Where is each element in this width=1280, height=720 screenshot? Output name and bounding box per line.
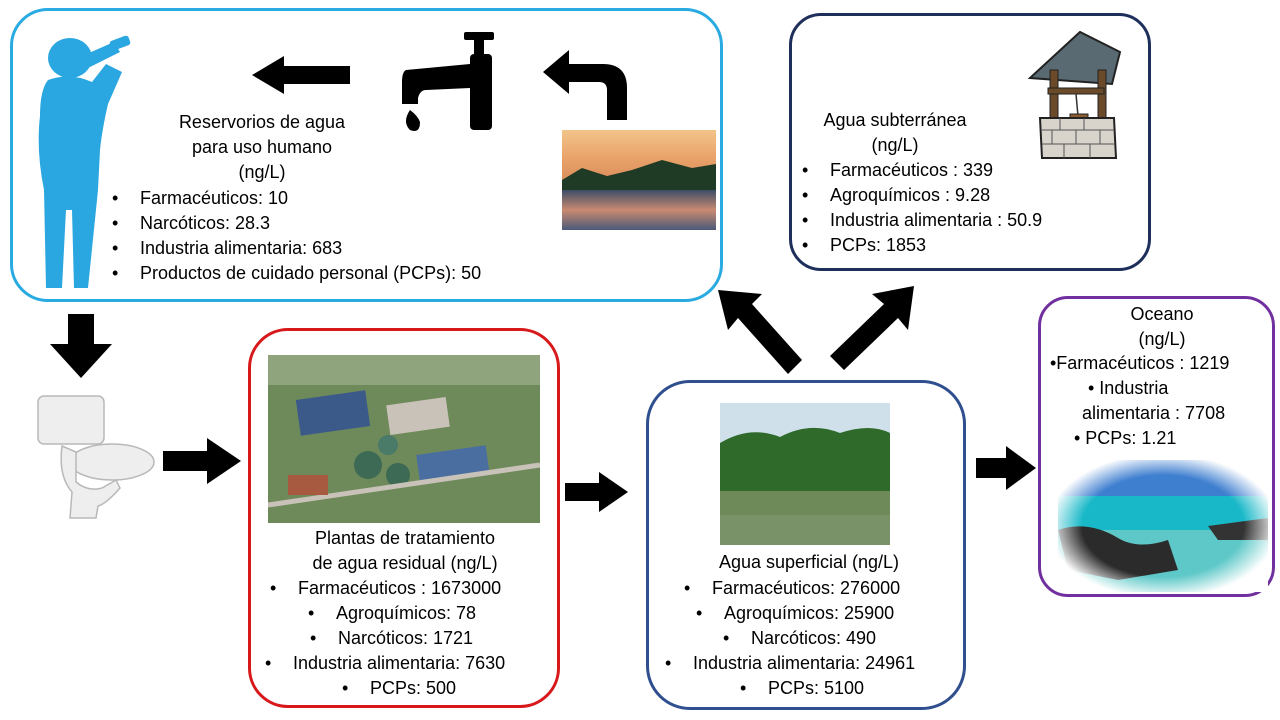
arrow-surface-to-ocean bbox=[976, 446, 1036, 490]
ocean-title: Oceano (ng/L) bbox=[1130, 304, 1194, 349]
ocean-image bbox=[1058, 460, 1268, 592]
surface-item: •Agroquímicos: 25900 bbox=[696, 603, 895, 623]
arrow-surface-to-reservoirs bbox=[718, 290, 804, 376]
treatment-item: •PCPs: 500 bbox=[342, 678, 457, 698]
treatment-item: •Agroquímicos: 78 bbox=[308, 603, 477, 623]
well-icon bbox=[1020, 30, 1122, 162]
forest-lake-image bbox=[720, 403, 890, 545]
person-drinking-icon bbox=[22, 20, 132, 292]
arrow-surface-to-groundwater bbox=[828, 286, 914, 372]
groundwater-item: •Agroquímicos : 9.28 bbox=[802, 185, 991, 205]
groundwater-item: •PCPs: 1853 bbox=[802, 235, 927, 255]
reservoirs-title: Reservorios de agua para uso humano (ng/… bbox=[178, 112, 346, 182]
surface-item: •Narcóticos: 490 bbox=[723, 628, 877, 648]
groundwater-item: •Industria alimentaria : 50.9 bbox=[802, 210, 1043, 230]
reservoirs-item: •Farmacéuticos: 10 bbox=[112, 188, 289, 208]
groundwater-item: •Farmacéuticos : 339 bbox=[802, 160, 994, 180]
ocean-line: •Farmacéuticos : 1219 bbox=[1050, 353, 1230, 373]
surface-item: •Farmacéuticos: 276000 bbox=[684, 578, 901, 598]
surface-item: •Industria alimentaria: 24961 bbox=[665, 653, 916, 673]
arrow-down-to-toilet bbox=[50, 314, 112, 378]
surface-water-box bbox=[646, 380, 966, 710]
reservoirs-item: •Productos de cuidado personal (PCPs): 5… bbox=[112, 263, 482, 283]
arrow-plant-to-surface bbox=[565, 472, 628, 512]
treatment-plants-title: Plantas de tratamiento de agua residual … bbox=[312, 528, 498, 573]
groundwater-title: Agua subterránea (ng/L) bbox=[823, 110, 967, 155]
ocean-line: • Industria bbox=[1088, 378, 1169, 398]
lake-image bbox=[562, 130, 716, 230]
toilet-icon bbox=[32, 392, 156, 522]
reservoirs-item: •Industria alimentaria: 683 bbox=[112, 238, 343, 258]
treatment-item: •Narcóticos: 1721 bbox=[310, 628, 474, 648]
arrow-bent-lake-to-faucet bbox=[543, 42, 633, 120]
surface-item: •PCPs: 5100 bbox=[740, 678, 865, 698]
arrow-left-to-person bbox=[252, 56, 352, 94]
surface-water-title: Agua superficial (ng/L) bbox=[718, 552, 900, 572]
treatment-item: •Industria alimentaria: 7630 bbox=[265, 653, 506, 673]
treatment-plant-image bbox=[268, 355, 540, 523]
ocean-line: alimentaria : 7708 bbox=[1082, 403, 1226, 423]
ocean-line: • PCPs: 1.21 bbox=[1074, 428, 1177, 448]
faucet-icon bbox=[396, 30, 504, 134]
arrow-toilet-to-plant bbox=[163, 438, 241, 484]
reservoirs-item: •Narcóticos: 28.3 bbox=[112, 213, 271, 233]
treatment-item: •Farmacéuticos : 1673000 bbox=[270, 578, 502, 598]
